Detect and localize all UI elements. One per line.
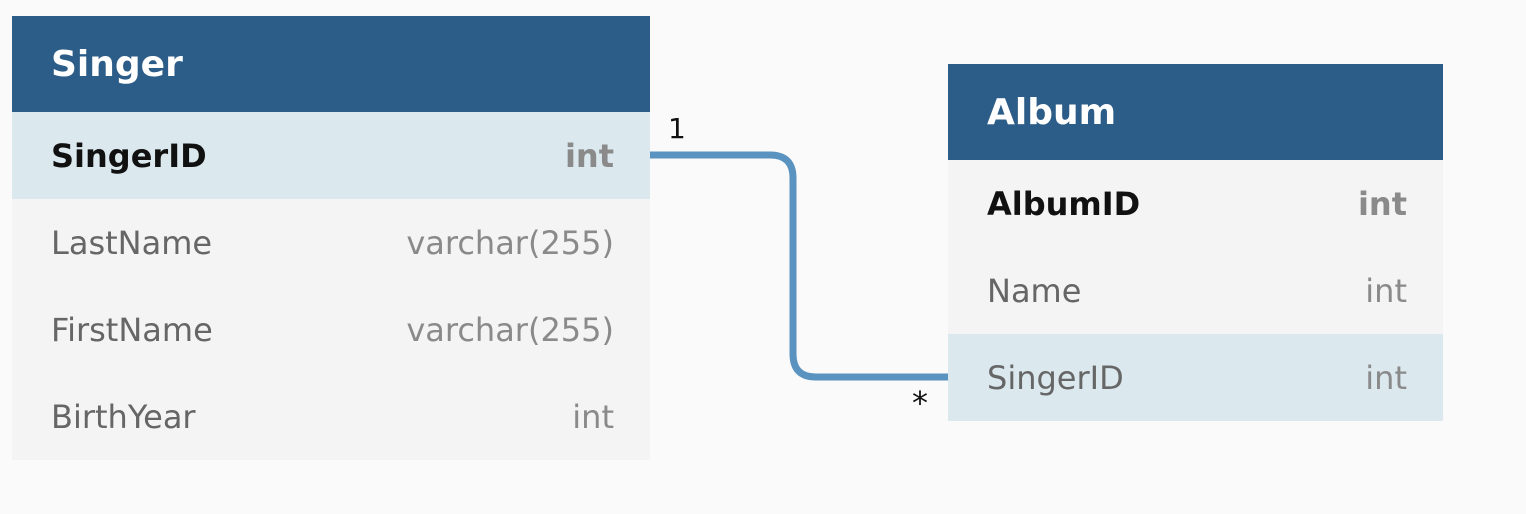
- relationship-line: [650, 151, 948, 381]
- singer-table-title: Singer: [51, 43, 183, 85]
- cardinality-many-label: *: [912, 384, 928, 422]
- album-table-header[interactable]: Album: [948, 64, 1443, 160]
- column-type: int: [1365, 358, 1407, 397]
- cardinality-one-label: 1: [668, 112, 686, 145]
- column-type: int: [1365, 271, 1407, 310]
- column-name: SingerID: [51, 136, 207, 175]
- column-name: FirstName: [51, 310, 213, 349]
- album-table[interactable]: Album AlbumID int Name int SingerID int: [948, 64, 1443, 421]
- singer-table[interactable]: Singer SingerID int LastName varchar(255…: [12, 16, 650, 460]
- album-table-title: Album: [987, 91, 1117, 133]
- singer-column-firstname[interactable]: FirstName varchar(255): [12, 286, 650, 373]
- singer-column-birthyear[interactable]: BirthYear int: [12, 373, 650, 460]
- column-name: BirthYear: [51, 397, 196, 436]
- column-type: int: [1357, 184, 1407, 223]
- album-column-albumid[interactable]: AlbumID int: [948, 160, 1443, 247]
- album-column-singerid[interactable]: SingerID int: [948, 334, 1443, 421]
- singer-table-header[interactable]: Singer: [12, 16, 650, 112]
- column-type: varchar(255): [406, 223, 614, 262]
- column-name: SingerID: [987, 358, 1124, 397]
- column-name: AlbumID: [987, 184, 1141, 223]
- column-type: int: [564, 136, 614, 175]
- column-name: Name: [987, 271, 1082, 310]
- singer-column-singerid[interactable]: SingerID int: [12, 112, 650, 199]
- column-name: LastName: [51, 223, 213, 262]
- column-type: varchar(255): [406, 310, 614, 349]
- album-column-name[interactable]: Name int: [948, 247, 1443, 334]
- singer-column-lastname[interactable]: LastName varchar(255): [12, 199, 650, 286]
- column-type: int: [572, 397, 614, 436]
